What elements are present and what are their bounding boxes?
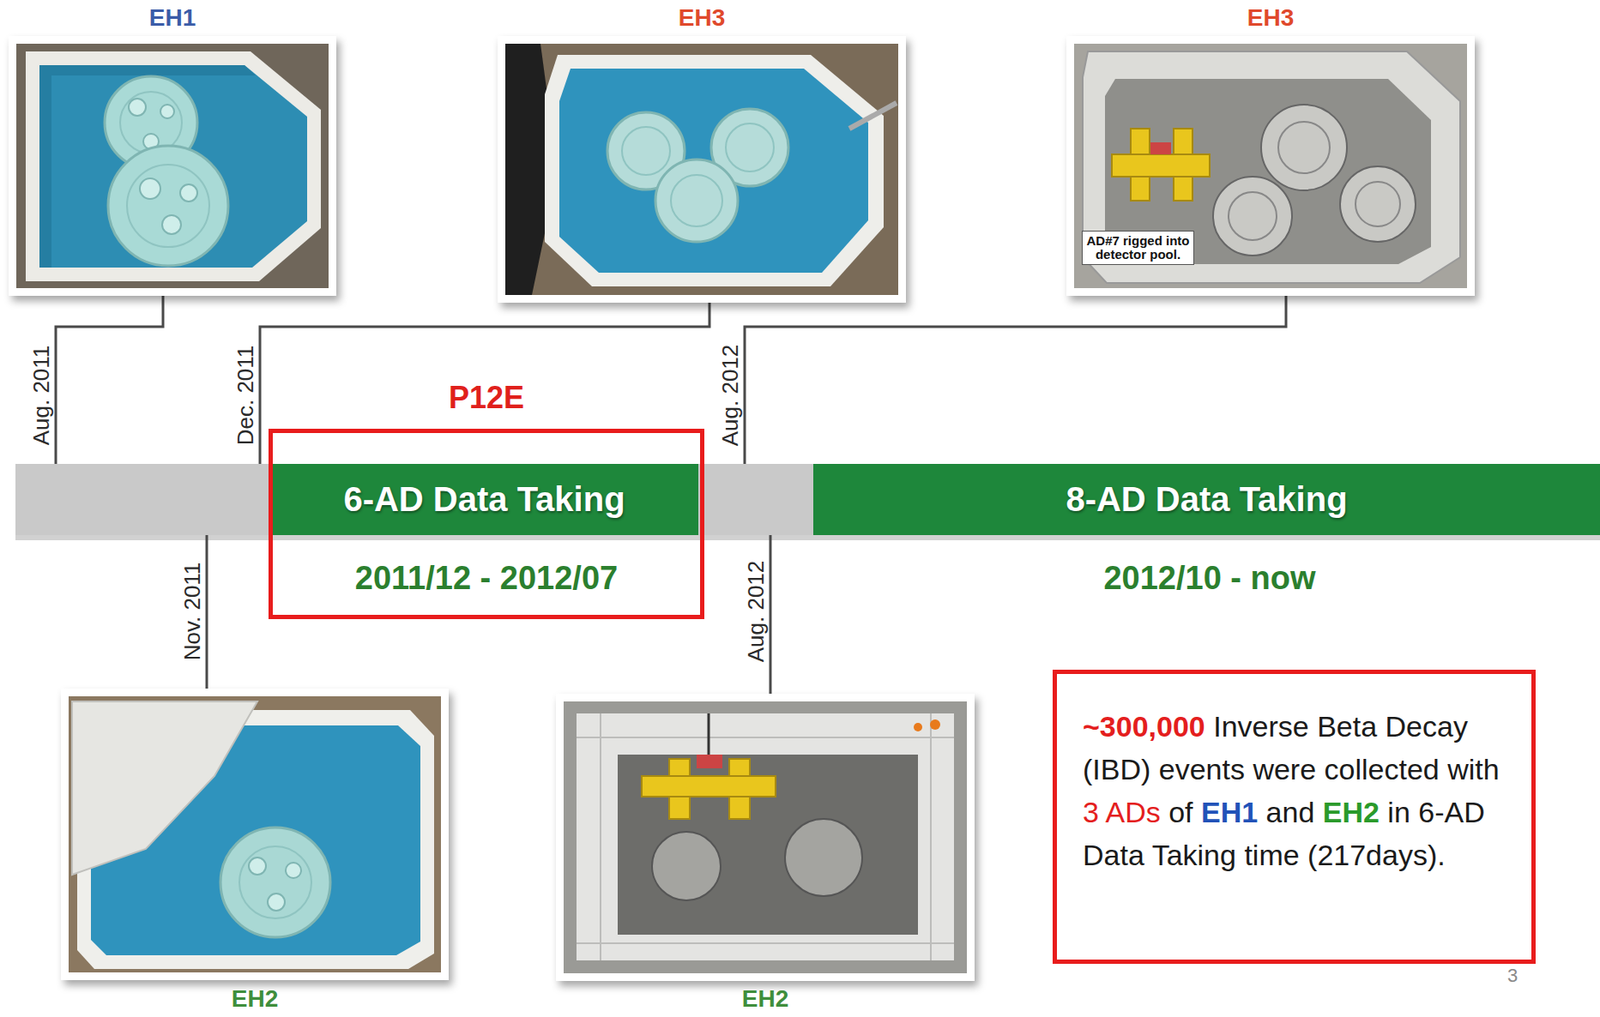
detector-count: 3 ADs <box>1082 796 1161 829</box>
timeline-band: 8-AD Data Taking <box>813 464 1600 536</box>
pool-photo <box>555 694 975 982</box>
date-tick: Aug. 2011 <box>30 345 53 447</box>
pool-photo <box>8 36 337 296</box>
hall-label: EH2 <box>60 984 449 1015</box>
date-range: 2011/12 - 2012/07 <box>268 559 705 598</box>
note-text: and <box>1266 796 1316 829</box>
timeline-band: 6-AD Data Taking <box>270 464 699 536</box>
hall-name: EH2 <box>1322 796 1380 829</box>
note-box: ~300,000 Inverse Beta Decay (IBD) events… <box>1052 670 1536 965</box>
note-text: of <box>1168 796 1193 829</box>
timeline-bar <box>15 464 1600 536</box>
photo-panel: EH3AD#7 rigged into detector pool. <box>1066 3 1475 297</box>
band-label: 8-AD Data Taking <box>813 464 1600 536</box>
event-count: ~300,000 <box>1082 710 1206 743</box>
note-text-block: ~300,000 Inverse Beta Decay (IBD) events… <box>1082 705 1510 877</box>
pool-photo <box>60 688 449 981</box>
period-label: P12E <box>268 380 705 416</box>
band-label: 6-AD Data Taking <box>270 464 699 536</box>
pool-photo <box>1066 36 1475 296</box>
date-range: 2012/10 - now <box>1103 561 1316 595</box>
hall-label: EH1 <box>8 3 337 33</box>
photo-panel: EH2 <box>60 688 449 1016</box>
date-tick: Dec. 2011 <box>234 345 257 447</box>
date-tick: Aug. 2012 <box>744 561 767 664</box>
photo-panel: EH1 <box>8 3 337 297</box>
pool-photo <box>497 36 906 303</box>
photo-panel: EH3 <box>497 3 906 303</box>
date-tick: Nov. 2011 <box>181 562 204 662</box>
hall-name: EH1 <box>1201 796 1258 829</box>
date-tick: Aug. 2012 <box>718 344 742 447</box>
photo-caption: AD#7 rigged into detector pool. <box>1081 230 1195 266</box>
page-number: 3 <box>1507 966 1518 986</box>
hall-label: EH2 <box>555 984 975 1015</box>
period-frame: P12E 2011/12 - 2012/07 6-AD Data Taking <box>268 377 705 620</box>
photo-panel: EH2 <box>555 694 975 1016</box>
hall-label: EH3 <box>1066 3 1475 33</box>
hall-label: EH3 <box>497 3 906 33</box>
